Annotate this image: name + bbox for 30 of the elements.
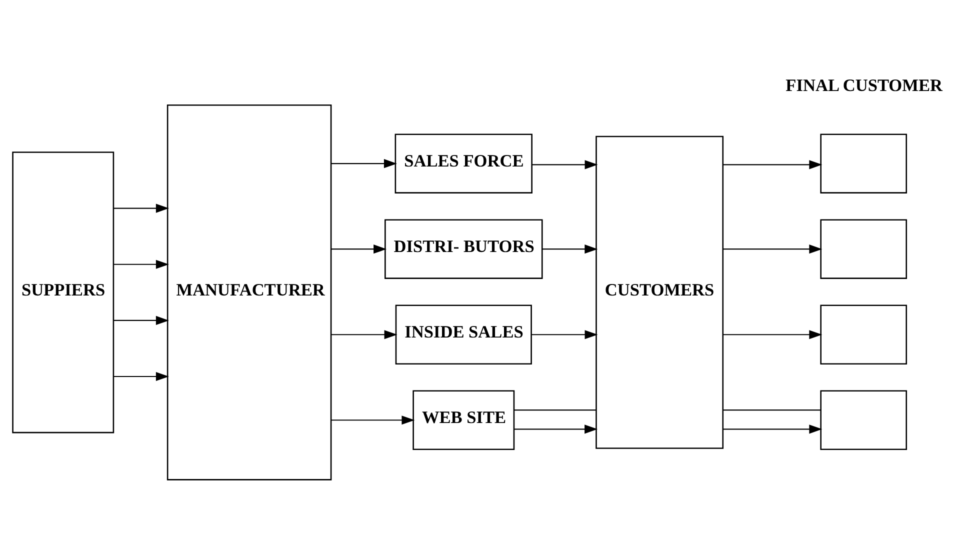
arrow [114,372,169,382]
arrow [114,204,169,213]
node-box: INSIDE SALES [395,304,532,364]
arrow [514,424,598,434]
arrow [532,160,598,170]
connector [514,410,596,411]
arrow [723,244,822,254]
arrow [723,160,822,170]
arrow [331,159,397,168]
arrow [531,330,598,340]
arrow [114,260,169,269]
node-box [820,304,908,364]
arrow [331,416,415,425]
node-box: SALES FORCE [394,134,532,194]
arrow [542,244,598,254]
arrow [723,330,822,340]
node-box: MANUFACTURER [166,104,332,480]
node-box: DISTRI- BUTORS [384,219,543,279]
node-box [820,134,908,194]
node-box: CUSTOMERS [596,136,724,449]
node-box: WEB SITE [412,390,515,450]
arrow [331,244,387,254]
node-box: SUPPIERS [12,152,114,434]
node-box [820,219,908,279]
connector [723,410,821,411]
arrow [723,424,822,434]
node-box [820,390,908,450]
arrow [114,316,169,325]
label: FINAL CUSTOMER [786,76,943,95]
arrow [331,330,398,340]
